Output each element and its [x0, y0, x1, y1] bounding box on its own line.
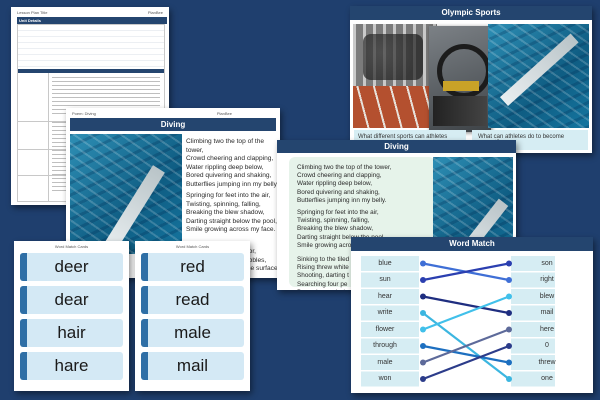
word-match-dot	[506, 277, 512, 283]
diving-slide-stanza-1: Climbing two the top of the tower, Crowd…	[297, 164, 392, 204]
word-cards-page-right: Word Match Cards red read male mail	[135, 241, 250, 391]
word-match-right-word[interactable]: one	[541, 375, 553, 382]
diving-page-header-left: Poem: Diving	[72, 111, 96, 116]
diving-page-header-right: PlanBee	[216, 111, 232, 116]
word-match-right-word[interactable]: here	[539, 325, 554, 333]
diving-slide-title: Diving	[277, 140, 516, 153]
word-card[interactable]: read	[141, 286, 244, 314]
word-match-dot	[506, 293, 512, 300]
word-card[interactable]: dear	[20, 286, 123, 314]
diving-page-title: Diving	[70, 118, 276, 131]
starting-blocks-photo	[353, 24, 437, 128]
word-cards-header-right: Word Match Cards	[175, 244, 210, 249]
word-match-left-word[interactable]: through	[373, 342, 397, 349]
word-match-dot	[506, 326, 512, 333]
word-match-left-word[interactable]: blue	[378, 259, 392, 267]
word-match-dot	[420, 277, 426, 283]
word-match-dot	[506, 260, 512, 267]
word-match-connector	[422, 295, 510, 331]
word-match-right-word[interactable]: mail	[540, 309, 554, 316]
word-match-right-word[interactable]: right	[540, 276, 554, 283]
lesson-plan-section-title: Unit Details	[17, 17, 167, 24]
word-card[interactable]: hair	[20, 319, 123, 347]
olympic-sports-slide: Olympic Sports What different sports can…	[350, 6, 592, 153]
word-match-connector	[422, 344, 510, 381]
diving-page-stanza-2: Springing for feet into the air, Twistin…	[186, 192, 277, 234]
word-card-text: deer	[54, 257, 89, 276]
word-match-left-word[interactable]: won	[378, 375, 392, 382]
word-card-text: dear	[54, 290, 89, 309]
word-card-text: mail	[176, 356, 209, 375]
word-match-dot	[420, 310, 426, 316]
lesson-plan-header-right: PlanBee	[147, 10, 163, 15]
word-match-lines	[420, 260, 512, 382]
word-match-dot	[506, 376, 512, 382]
word-match-right-column	[511, 256, 555, 388]
word-match-dot	[506, 343, 512, 349]
word-card-text: read	[175, 290, 210, 309]
word-match-dot	[420, 326, 426, 333]
word-match-right-word[interactable]: blew	[539, 292, 555, 300]
diving-slide-stanza-3: Sinking to the tiled Rising threw white …	[297, 256, 350, 290]
word-match-dot	[420, 293, 426, 300]
cycling-photo	[429, 26, 491, 132]
word-match-left-word[interactable]: sun	[379, 276, 391, 283]
word-card[interactable]: red	[141, 253, 244, 281]
word-match-connector	[422, 344, 510, 364]
word-card[interactable]: deer	[20, 253, 123, 281]
word-match-connector	[422, 328, 510, 364]
word-match-dot	[506, 359, 512, 366]
word-match-right-word[interactable]: threw	[538, 358, 556, 366]
word-match-connector	[422, 262, 510, 282]
word-match-dot	[420, 260, 426, 267]
word-cards-header-left: Word Match Cards	[54, 244, 89, 249]
diving-page-photo	[70, 134, 182, 254]
word-match-left-word[interactable]: write	[377, 309, 393, 316]
word-match-slide: Word Match blue sun hear write flower through…	[351, 237, 593, 393]
diving-pool-photo	[488, 24, 589, 128]
lesson-plan-header-left: Lesson Plan Title	[17, 10, 48, 15]
word-card-text: hare	[54, 356, 89, 375]
word-match-connector	[422, 295, 510, 315]
word-match-dot	[420, 376, 426, 382]
word-match-left-word[interactable]: male	[377, 358, 393, 366]
word-card[interactable]: mail	[141, 352, 244, 380]
olympic-sports-title: Olympic Sports	[350, 6, 592, 20]
word-match-left-column	[361, 256, 419, 388]
word-match-left-word[interactable]: hear	[377, 292, 392, 300]
word-card-text: male	[174, 323, 211, 342]
word-cards-page-left: Word Match Cards deer dear hair hare	[14, 241, 129, 391]
word-match-title: Word Match	[351, 237, 593, 251]
word-match-dot	[420, 343, 426, 349]
diving-page-stanza-1: Climbing two the top of the tower, Crowd…	[186, 138, 279, 188]
word-match-right-word[interactable]: 0	[545, 342, 549, 349]
word-match-dot	[506, 310, 512, 316]
word-card[interactable]: hare	[20, 352, 123, 380]
word-card[interactable]: male	[141, 319, 244, 347]
word-match-dot	[420, 359, 426, 366]
word-match-right-word[interactable]: son	[541, 259, 553, 267]
word-card-text: hair	[57, 323, 86, 342]
word-card-text: red	[180, 257, 205, 276]
word-match-left-word[interactable]: flower	[375, 325, 395, 333]
